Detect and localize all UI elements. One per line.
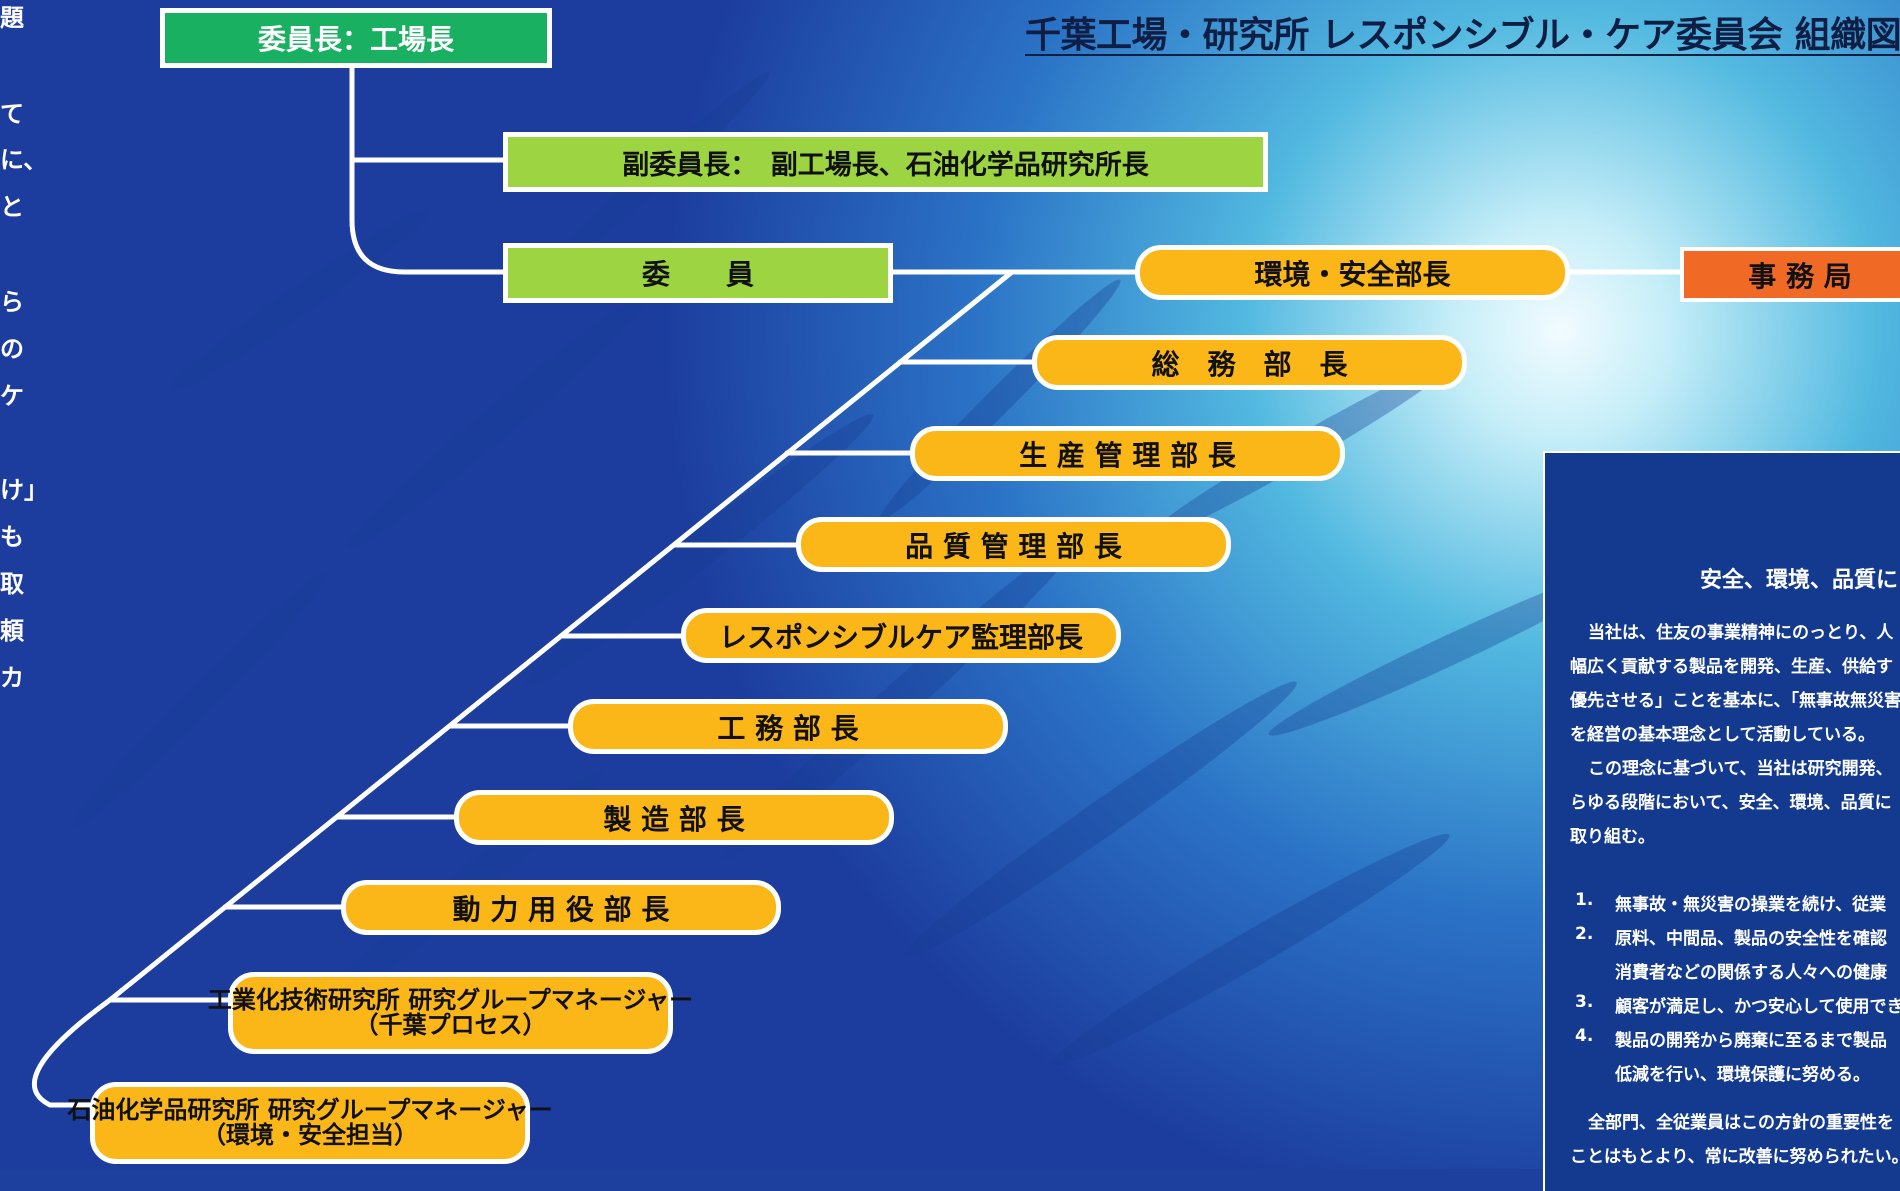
engineering-manager-box: 工 務 部 長 [568,699,1008,754]
left-text-char: 頼 [0,617,24,645]
cropped-left-text-column: 題 て に、 と ら の ケ け」 も 取 頼 カ [0,0,48,1169]
left-text-char: 取 [0,570,24,598]
left-text-char: に、 [0,146,48,174]
responsible-care-audit-manager-box: レスポンシブルケア監理部長 [681,608,1121,663]
policy-line: 幅広く貢献する製品を開発、生産、供給す [1570,657,1893,677]
policy-item-text: 無事故・無災害の操業を続け、従業 [1615,895,1887,915]
secretariat-box: 事 務 局 [1680,247,1900,302]
policy-item-number: 1. [1575,890,1594,910]
policy-line: 取り組む。 [1570,827,1655,847]
policy-item-text: 低減を行い、環境保護に努める。 [1615,1065,1870,1085]
vice-chairman-box: 副委員長： 副工場長、石油化学品研究所長 [503,132,1268,192]
general-affairs-manager-box: 総 務 部 長 [1032,335,1467,390]
research-group-manager-safety-box: 石油化学品研究所 研究グループマネージャー （環境・安全担当） [67,1082,553,1164]
research-group-chiba-line2: （千葉プロセス） [354,1011,547,1039]
policy-item-number: 4. [1575,1026,1594,1046]
policy-heading: 安全、環境、品質に [1700,568,1899,593]
left-text-char: て [0,100,24,128]
left-text-char: ケ [0,382,24,410]
policy-item-number: 3. [1575,992,1594,1012]
policy-item-number: 2. [1575,924,1594,944]
left-text-char: 題 [0,4,24,32]
quality-control-manager-box: 品 質 管 理 部 長 [796,517,1231,572]
environment-safety-manager-box: 環境・安全部長 [1135,245,1570,300]
left-text-char: ら [0,288,24,316]
research-group-manager-chiba-box: 工業化技術研究所 研究グループマネージャー （千葉プロセス） [208,972,693,1054]
research-group-safety-line2: （環境・安全担当） [202,1121,418,1149]
policy-item-text: 消費者などの関係する人々への健康 [1615,963,1887,983]
policy-item-text: 原料、中間品、製品の安全性を確認 [1615,929,1887,949]
left-text-char: の [0,335,24,363]
chart-title: 千葉工場・研究所 レスポンシブル・ケア委員会 組織図 [1025,6,1900,56]
policy-line: この理念に基づいて、当社は研究開発、 [1588,759,1893,779]
policy-line: らゆる段階において、安全、環境、品質に [1570,793,1892,813]
chairman-box: 委員長：工場長 [160,8,552,68]
left-text-char: と [0,193,24,221]
policy-item-text: 製品の開発から廃棄に至るまで製品 [1615,1031,1887,1051]
left-text-char: も [0,523,24,551]
policy-panel: 安全、環境、品質に 当社は、住友の事業精神にのっとり、人 幅広く貢献する製品を開… [1543,451,1900,1191]
left-text-char: け」 [0,476,48,504]
left-text-char: カ [0,664,24,692]
production-control-manager-box: 生 産 管 理 部 長 [910,426,1345,481]
policy-line: を経営の基本理念として活動している。 [1570,725,1875,745]
policy-closing-line: 全部門、全従業員はこの方針の重要性を [1588,1113,1894,1133]
manufacturing-manager-box: 製 造 部 長 [454,790,894,845]
policy-line: 優先させる」ことを基本に、「無事故無災害 [1570,691,1900,711]
policy-line: 当社は、住友の事業精神にのっとり、人 [1588,623,1894,643]
policy-item-text: 顧客が満足し、かつ安心して使用でき [1615,997,1900,1017]
members-box: 委 員 [503,243,893,303]
utilities-manager-box: 動 力 用 役 部 長 [341,880,781,935]
research-group-chiba-line1: 工業化技術研究所 研究グループマネージャー [207,985,694,1014]
research-group-safety-line1: 石油化学品研究所 研究グループマネージャー [67,1095,553,1124]
policy-closing-line: ことはもとより、常に改善に努められたい。 [1570,1147,1900,1167]
